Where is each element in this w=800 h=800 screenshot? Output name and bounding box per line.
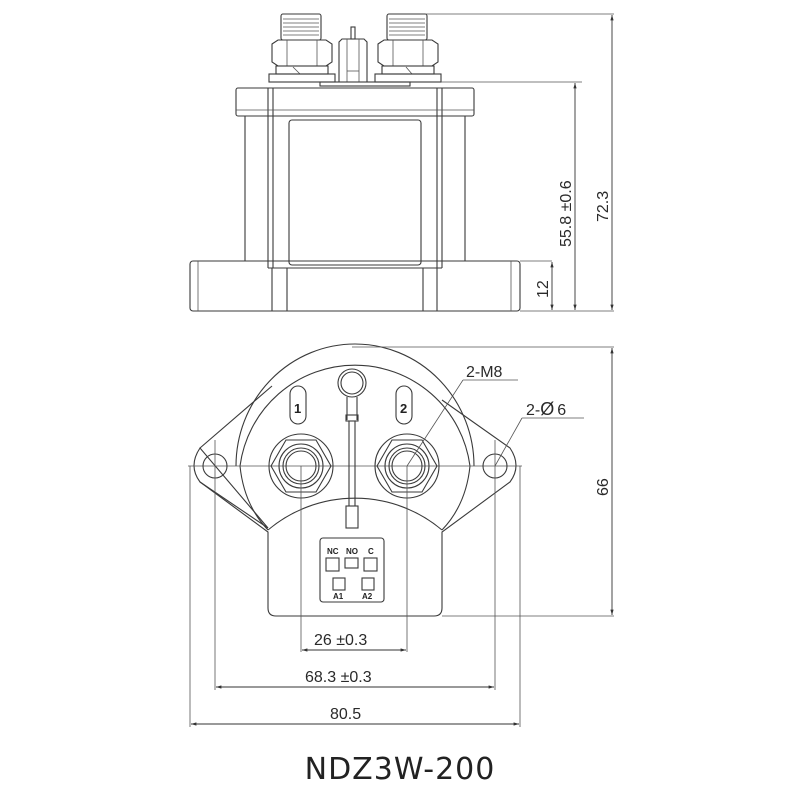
mounting-flange-side — [189, 260, 521, 312]
thread-callout: 2-M8 — [406, 364, 518, 467]
mount-hole-size: 6 — [557, 402, 566, 419]
mount-hole-spacing-label: 68.3 ±0.3 — [305, 669, 372, 686]
mount-hole-prefix: 2- — [526, 402, 540, 419]
pin-c: C — [368, 547, 374, 556]
diameter-symbol: Ø — [540, 399, 554, 419]
bottom-view: 1 2 NC NO C A1 A2 — [188, 343, 614, 727]
relay-cap — [235, 87, 475, 117]
model-title: NDZ3W-200 — [304, 752, 496, 787]
terminal-1-number: 1 — [294, 401, 301, 416]
coil-connector-side — [319, 26, 411, 87]
pin-nc: NC — [327, 547, 339, 556]
svg-text:2-Ø6: 2-Ø6 — [526, 399, 566, 419]
terminal-spacing-label: 26 ±0.3 — [314, 632, 367, 649]
flange-height-label: 12 — [535, 280, 552, 298]
terminal-stud-right — [374, 13, 442, 83]
pin-a1: A1 — [333, 592, 344, 601]
flange-outline — [193, 399, 517, 617]
terminal-stud-left — [268, 13, 336, 83]
side-view: 72.3 55.8 ±0.6 12 — [189, 13, 614, 312]
thread-callout-label: 2-M8 — [466, 364, 503, 381]
overall-width-label: 80.5 — [330, 706, 361, 723]
overall-depth-label: 66 — [595, 478, 612, 496]
pin-no: NO — [346, 547, 358, 556]
terminal-2-badge — [395, 385, 413, 425]
terminal-2-number: 2 — [400, 401, 407, 416]
pin-a2: A2 — [362, 592, 373, 601]
body-height-label: 55.8 ±0.6 — [558, 180, 575, 247]
coil-lead-wire — [337, 368, 367, 529]
relay-body — [236, 88, 474, 269]
terminal-1-badge — [289, 385, 307, 425]
overall-height-label: 72.3 — [595, 191, 612, 222]
coil-connector-block: NC NO C A1 A2 — [319, 537, 385, 603]
